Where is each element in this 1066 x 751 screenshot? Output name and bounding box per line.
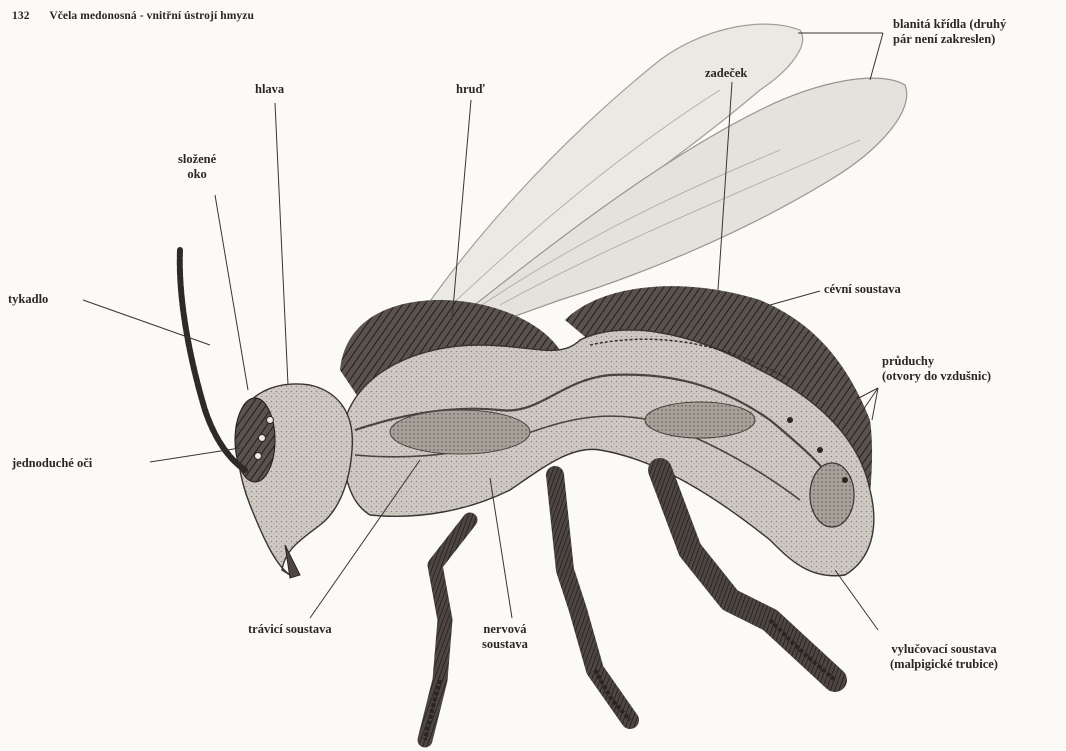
simple-eye — [259, 435, 266, 442]
label-simple-eyes: jednoduché oči — [12, 456, 92, 471]
rectal-sac — [810, 463, 854, 527]
label-excretory-line1: vylučovací soustava — [890, 642, 998, 657]
label-antenna: tykadlo — [8, 292, 48, 307]
label-compound-eye: složené oko — [178, 152, 216, 182]
spiracle — [842, 477, 848, 483]
label-wings-line1: blanitá křídla (druhý — [893, 17, 1006, 32]
label-nervous-line1: nervová — [482, 622, 528, 637]
label-nervous: nervová soustava — [482, 622, 528, 652]
label-thorax: hruď — [456, 82, 485, 97]
simple-eye — [255, 453, 262, 460]
spiracle — [817, 447, 823, 453]
label-wings: blanitá křídla (druhý pár není zakreslen… — [893, 17, 1006, 47]
simple-eye — [267, 417, 274, 424]
label-excretory-line2: (malpigické trubice) — [890, 657, 998, 672]
hind-leg-tarsus — [770, 620, 835, 680]
middle-leg — [555, 475, 630, 720]
spiracle — [787, 417, 793, 423]
label-compound-eye-line2: oko — [178, 167, 216, 182]
label-digestive: trávicí soustava — [248, 622, 332, 637]
label-spiracles-line2: (otvory do vzdušnic) — [882, 369, 991, 384]
label-spiracles: průduchy (otvory do vzdušnic) — [882, 354, 991, 384]
midgut — [645, 402, 755, 438]
label-wings-line2: pár není zakreslen) — [893, 32, 1006, 47]
label-compound-eye-line1: složené — [178, 152, 216, 167]
front-leg — [425, 520, 470, 740]
label-excretory: vylučovací soustava (malpigické trubice) — [890, 642, 998, 672]
label-head: hlava — [255, 82, 284, 97]
crop-organ — [390, 410, 530, 454]
label-abdomen: zadeček — [705, 66, 747, 81]
label-circulatory: cévní soustava — [824, 282, 901, 297]
label-nervous-line2: soustava — [482, 637, 528, 652]
label-spiracles-line1: průduchy — [882, 354, 991, 369]
